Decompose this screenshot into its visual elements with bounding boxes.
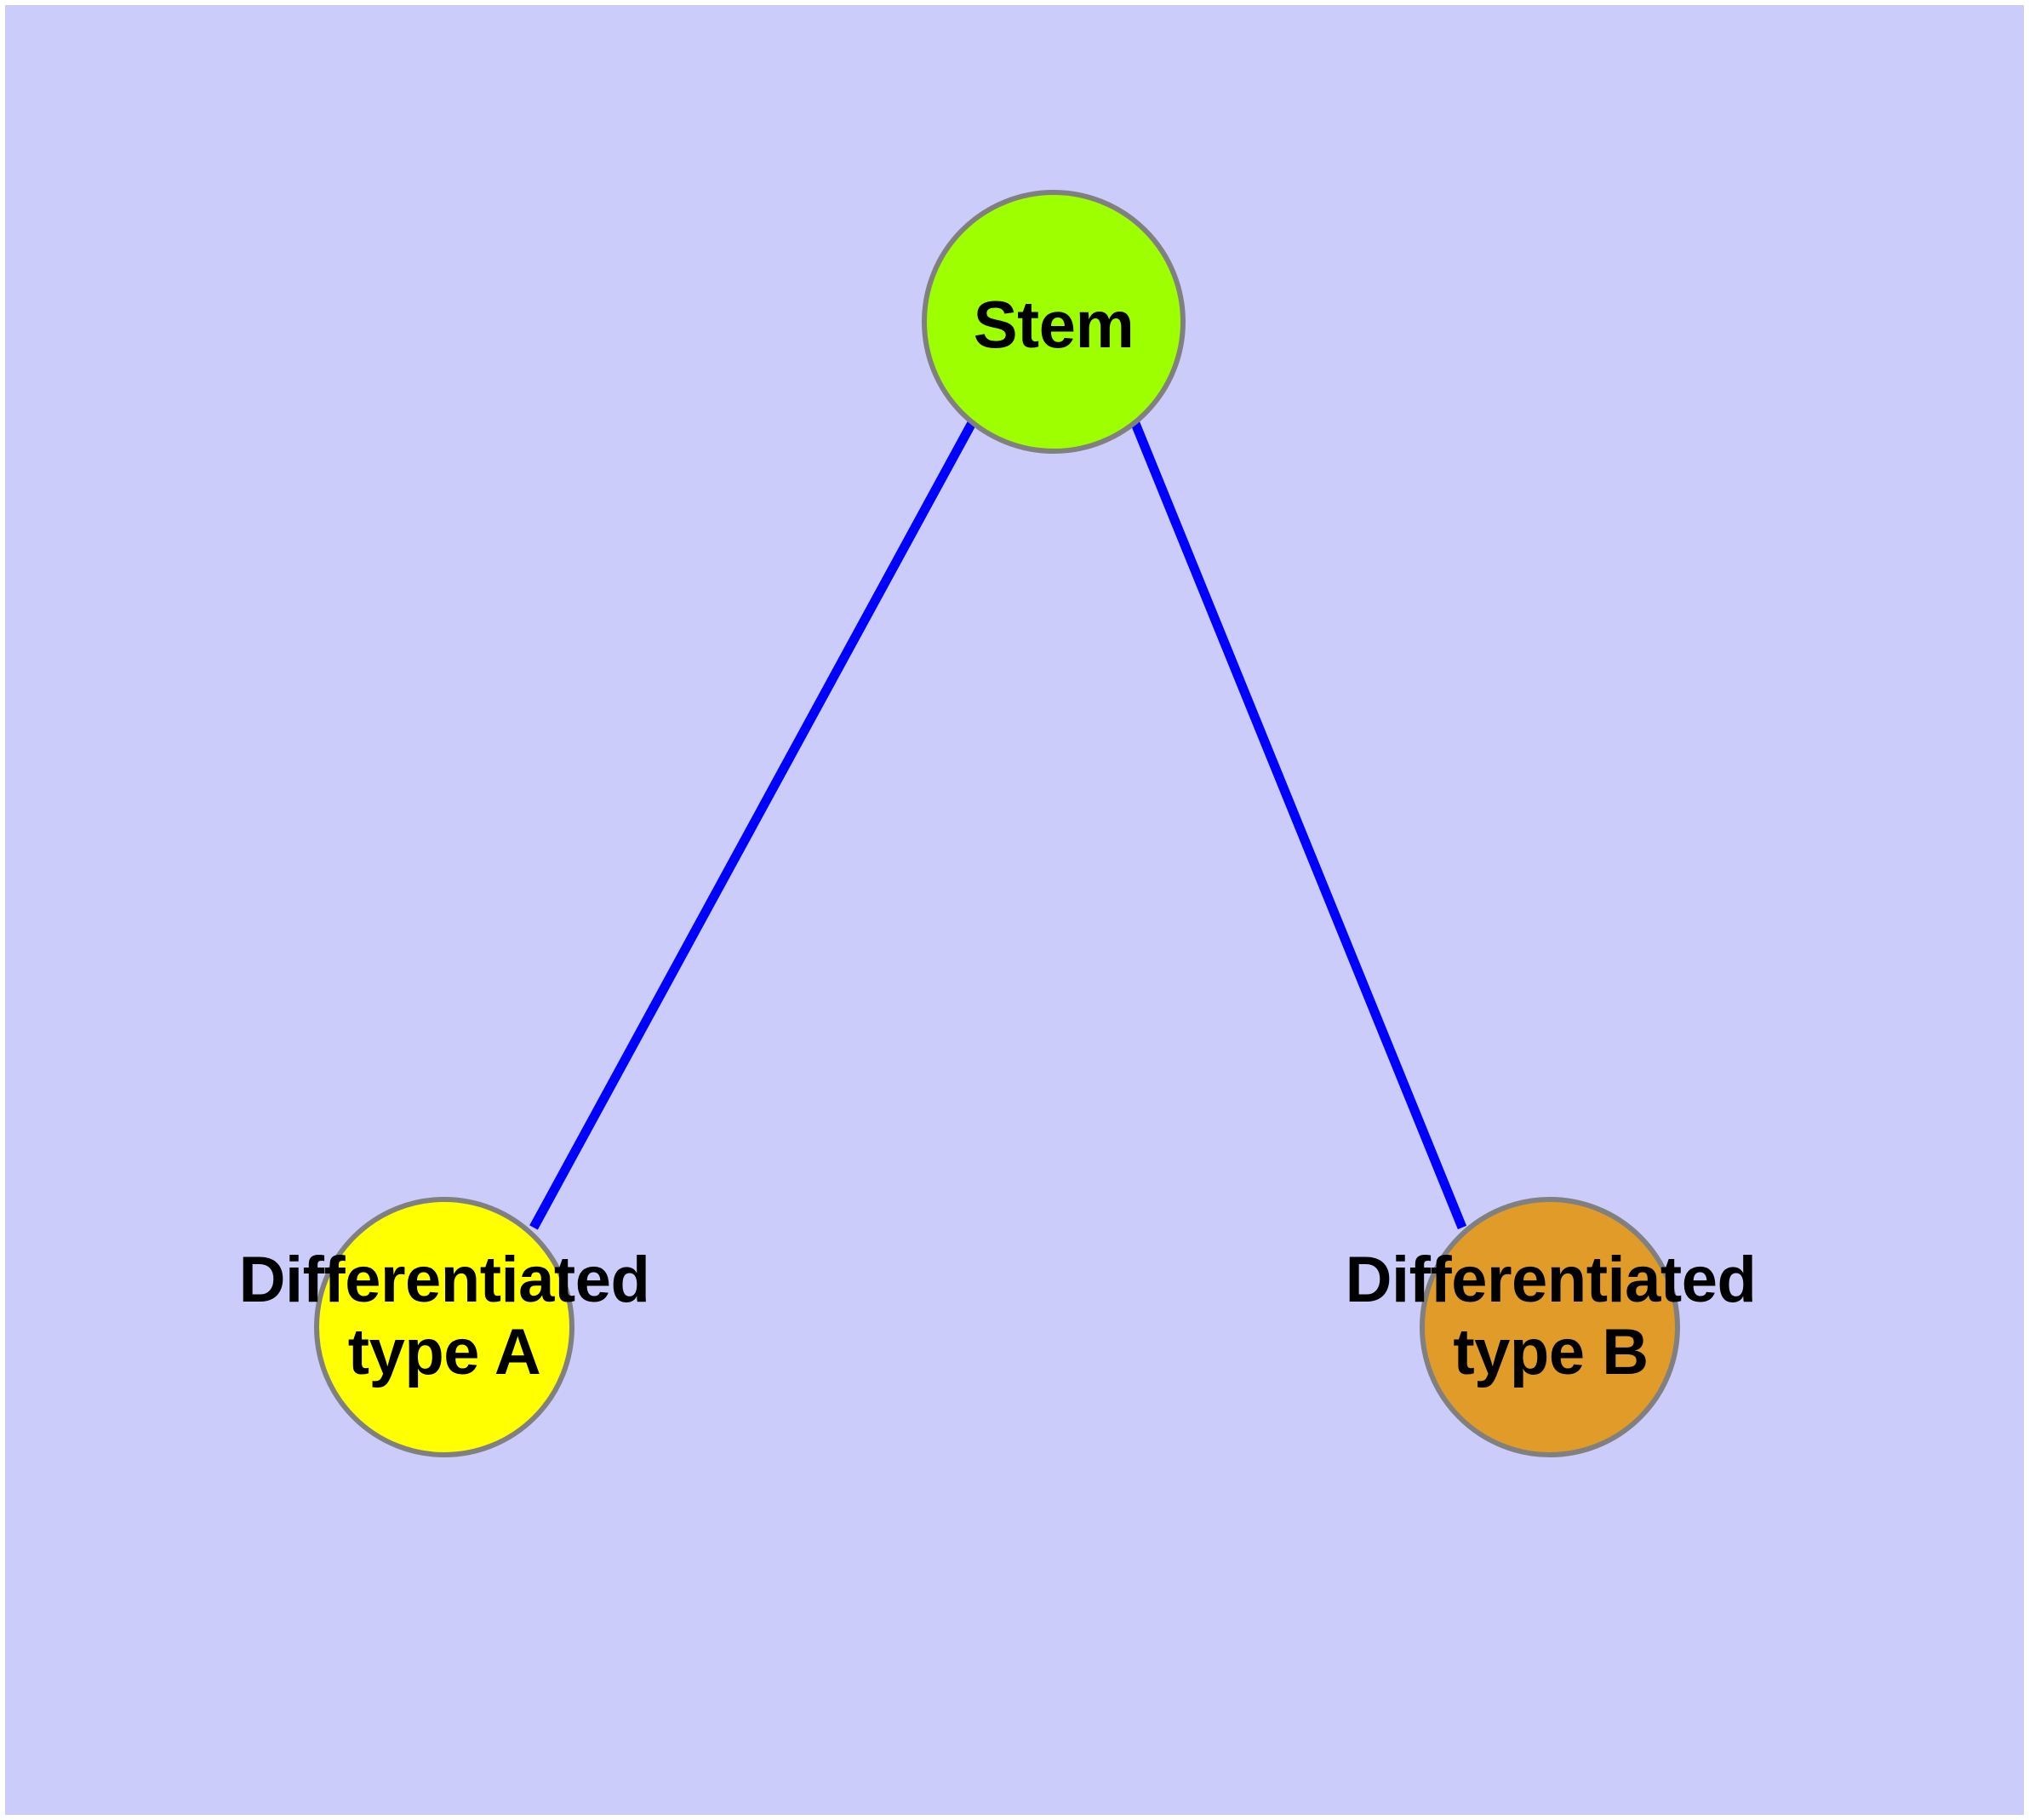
node-stem[interactable] [922,190,1186,454]
edge-layer [529,419,1467,1230]
node-differentiated-type-b[interactable] [1420,1197,1680,1457]
edge-stem-to-diff-a [529,419,977,1230]
edge-stem-to-diff-b [1129,419,1467,1230]
node-differentiated-type-a[interactable] [314,1197,574,1457]
graph-canvas: Stem Differentiated type A Differentiate… [5,5,2024,1815]
